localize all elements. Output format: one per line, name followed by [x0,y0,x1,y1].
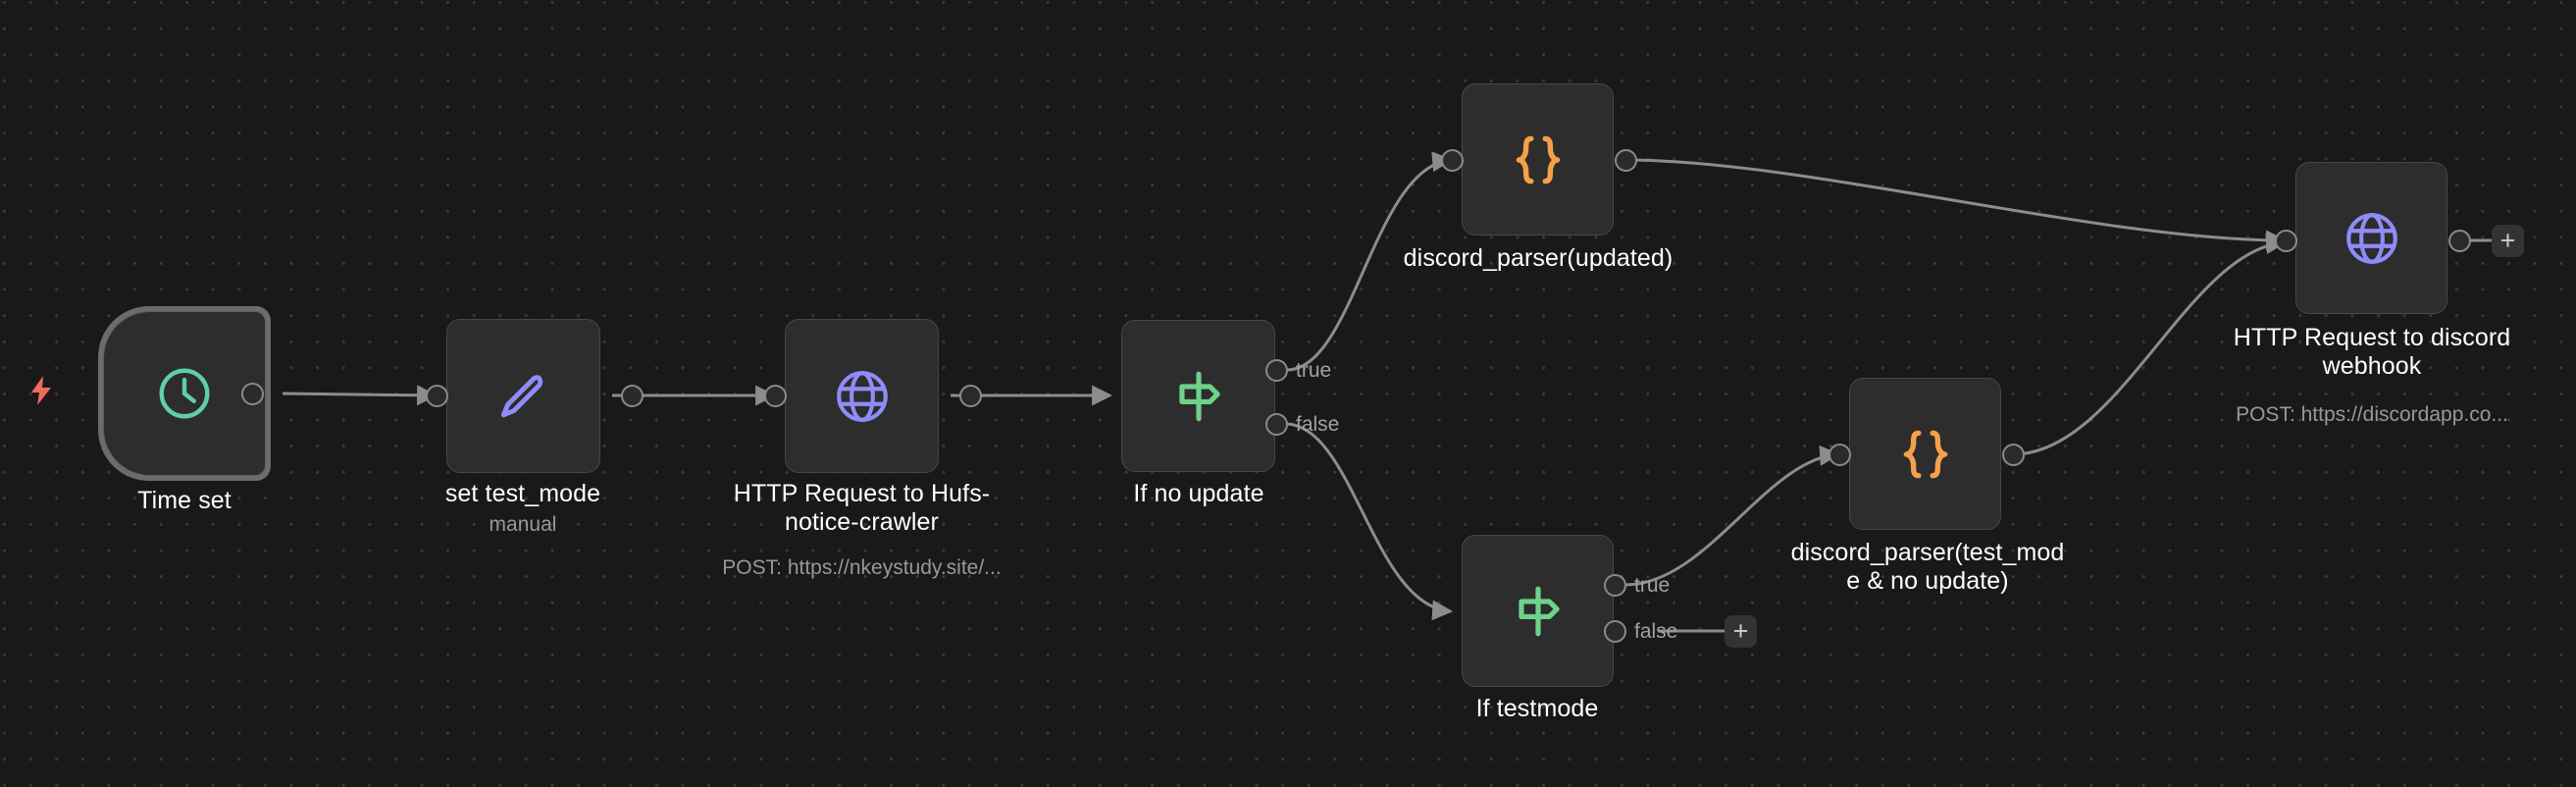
port-if-testmode-false[interactable] [1604,620,1626,643]
node-http-request-hufs[interactable] [785,319,939,473]
node-if-testmode[interactable] [1462,535,1614,687]
signpost-icon [1168,366,1229,427]
node-label-http-request-discord: HTTP Request to discord webhook [2233,324,2511,380]
signpost-icon [1508,581,1569,642]
edge-timeset-to-settestmode [282,385,438,406]
port-time-set-output[interactable] [241,383,264,405]
node-time-set[interactable] [98,306,271,481]
node-label-if-testmode: If testmode [1475,695,1599,722]
port-if-no-update-true[interactable] [1265,359,1288,382]
node-discord-parser-updated[interactable] [1462,83,1614,236]
port-http-request-hufs-input[interactable] [764,385,787,407]
pencil-icon [493,366,554,427]
port-discord-parser-testmode-input[interactable] [1829,444,1851,466]
port-label-if-no-update-true: true [1296,359,1332,382]
globe-icon [2342,208,2402,269]
port-label-if-testmode-true: true [1634,574,1671,597]
node-discord-parser-testmode[interactable] [1849,378,2001,530]
port-set-test-mode-output[interactable] [621,385,644,407]
node-subtitle-http-request-hufs: POST: https://nkeystudy.site/... [722,556,1002,579]
edge-discordparserupdated-to-httpdiscord [1624,158,2288,251]
clock-icon [154,363,215,424]
port-label-if-no-update-false: false [1296,413,1340,436]
node-if-no-update[interactable] [1121,320,1275,472]
port-http-request-discord-output[interactable] [2448,230,2471,252]
node-set-test-mode[interactable] [446,319,600,473]
port-http-request-discord-input[interactable] [2275,230,2297,252]
node-http-request-discord[interactable] [2295,162,2447,314]
node-label-set-test-mode: set test_mode [444,480,601,507]
port-discord-parser-updated-input[interactable] [1441,149,1464,172]
node-label-discord-parser-testmode: discord_parser(test_mod e & no update) [1790,539,2065,595]
port-label-if-testmode-false: false [1634,620,1678,643]
add-node-button-if-testmode-false[interactable]: + [1725,615,1757,648]
node-subtitle-http-request-discord: POST: https://discordapp.co... [2236,403,2508,426]
edge-ifnoupdate-false-to-iftestmode [1286,422,1454,621]
globe-icon [832,366,893,427]
port-discord-parser-testmode-output[interactable] [2002,444,2025,466]
port-if-testmode-true[interactable] [1604,574,1626,597]
port-if-no-update-false[interactable] [1265,413,1288,436]
node-time-set-body [103,311,266,476]
node-label-discord-parser-updated: discord_parser(updated) [1403,244,1674,272]
port-discord-parser-updated-output[interactable] [1615,149,1637,172]
node-label-time-set: Time set [137,487,232,514]
port-http-request-hufs-output[interactable] [959,385,982,407]
node-label-http-request-hufs: HTTP Request to Hufs- notice-crawler [733,480,991,536]
lightning-bolt-icon [30,376,52,410]
code-braces-icon [1508,130,1569,190]
node-label-if-no-update: If no update [1133,480,1264,507]
code-braces-icon [1895,424,1956,485]
node-subtitle-set-test-mode: manual [489,513,557,536]
add-node-button-http-discord[interactable]: + [2492,225,2524,257]
port-set-test-mode-input[interactable] [426,385,448,407]
